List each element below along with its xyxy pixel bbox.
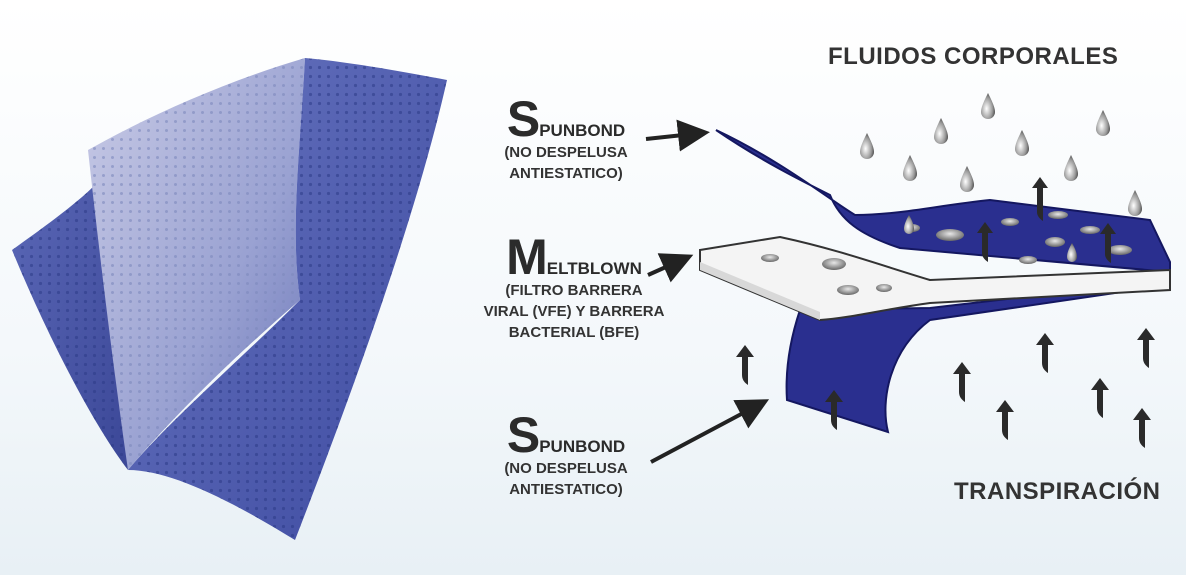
meltblown-hole xyxy=(837,285,859,295)
label-note-line: ANTIESTATICO) xyxy=(476,163,656,184)
label-note-line: (NO DESPELUSA xyxy=(476,142,656,163)
label-note-line: (FILTRO BARRERA xyxy=(476,280,672,301)
spunbond-hole xyxy=(1108,245,1132,255)
up-arrow-icon xyxy=(736,345,754,385)
label-note-line: BACTERIAL (BFE) xyxy=(476,322,672,343)
label-name: ELTBLOWN xyxy=(547,259,642,278)
up-arrow-icon xyxy=(1133,408,1151,448)
spunbond-bottom-label: SPUNBOND (NO DESPELUSA ANTIESTATICO) xyxy=(476,412,656,500)
up-arrow-icon xyxy=(1036,333,1054,373)
label-note-line: VIRAL (VFE) Y BARRERA xyxy=(476,301,672,322)
spunbond-hole xyxy=(1019,256,1037,264)
fluids-heading: FLUIDOS CORPORALES xyxy=(828,43,1118,71)
meltblown-label: MELTBLOWN (FILTRO BARRERA VIRAL (VFE) Y … xyxy=(476,234,672,343)
label-initial: S xyxy=(507,407,539,463)
spunbond-top-label: SPUNBOND (NO DESPELUSA ANTIESTATICO) xyxy=(476,96,656,184)
up-arrow-icon xyxy=(1091,378,1109,418)
spunbond-hole xyxy=(1045,237,1065,247)
drop-icon xyxy=(1096,110,1110,136)
drop-icon xyxy=(1128,190,1142,216)
drop-icon xyxy=(903,155,917,181)
fabric-sample-image xyxy=(12,58,447,540)
drop-icon xyxy=(960,166,974,192)
drop-icon xyxy=(1064,155,1078,181)
drop-icon xyxy=(1015,130,1029,156)
drop-icon xyxy=(934,118,948,144)
meltblown-hole xyxy=(876,284,892,292)
label-note-line: (NO DESPELUSA xyxy=(476,458,656,479)
spunbond-hole xyxy=(1048,211,1068,219)
meltblown-hole xyxy=(761,254,779,262)
up-arrow-icon xyxy=(1137,328,1155,368)
label-initial: S xyxy=(507,91,539,147)
drop-icon xyxy=(981,93,995,119)
perspiration-heading: TRANSPIRACIÓN xyxy=(954,478,1161,506)
label-note-line: ANTIESTATICO) xyxy=(476,479,656,500)
label-name: PUNBOND xyxy=(539,437,625,456)
up-arrow-icon xyxy=(953,362,971,402)
spunbond-hole xyxy=(936,229,964,241)
label-initial: M xyxy=(506,229,547,285)
drop-icon xyxy=(860,133,874,159)
up-arrow-icon xyxy=(996,400,1014,440)
spunbond-hole xyxy=(1001,218,1019,226)
spunbond-bottom-pointer xyxy=(651,403,762,462)
meltblown-hole xyxy=(822,258,846,270)
label-name: PUNBOND xyxy=(539,121,625,140)
spunbond-hole xyxy=(1080,226,1100,234)
